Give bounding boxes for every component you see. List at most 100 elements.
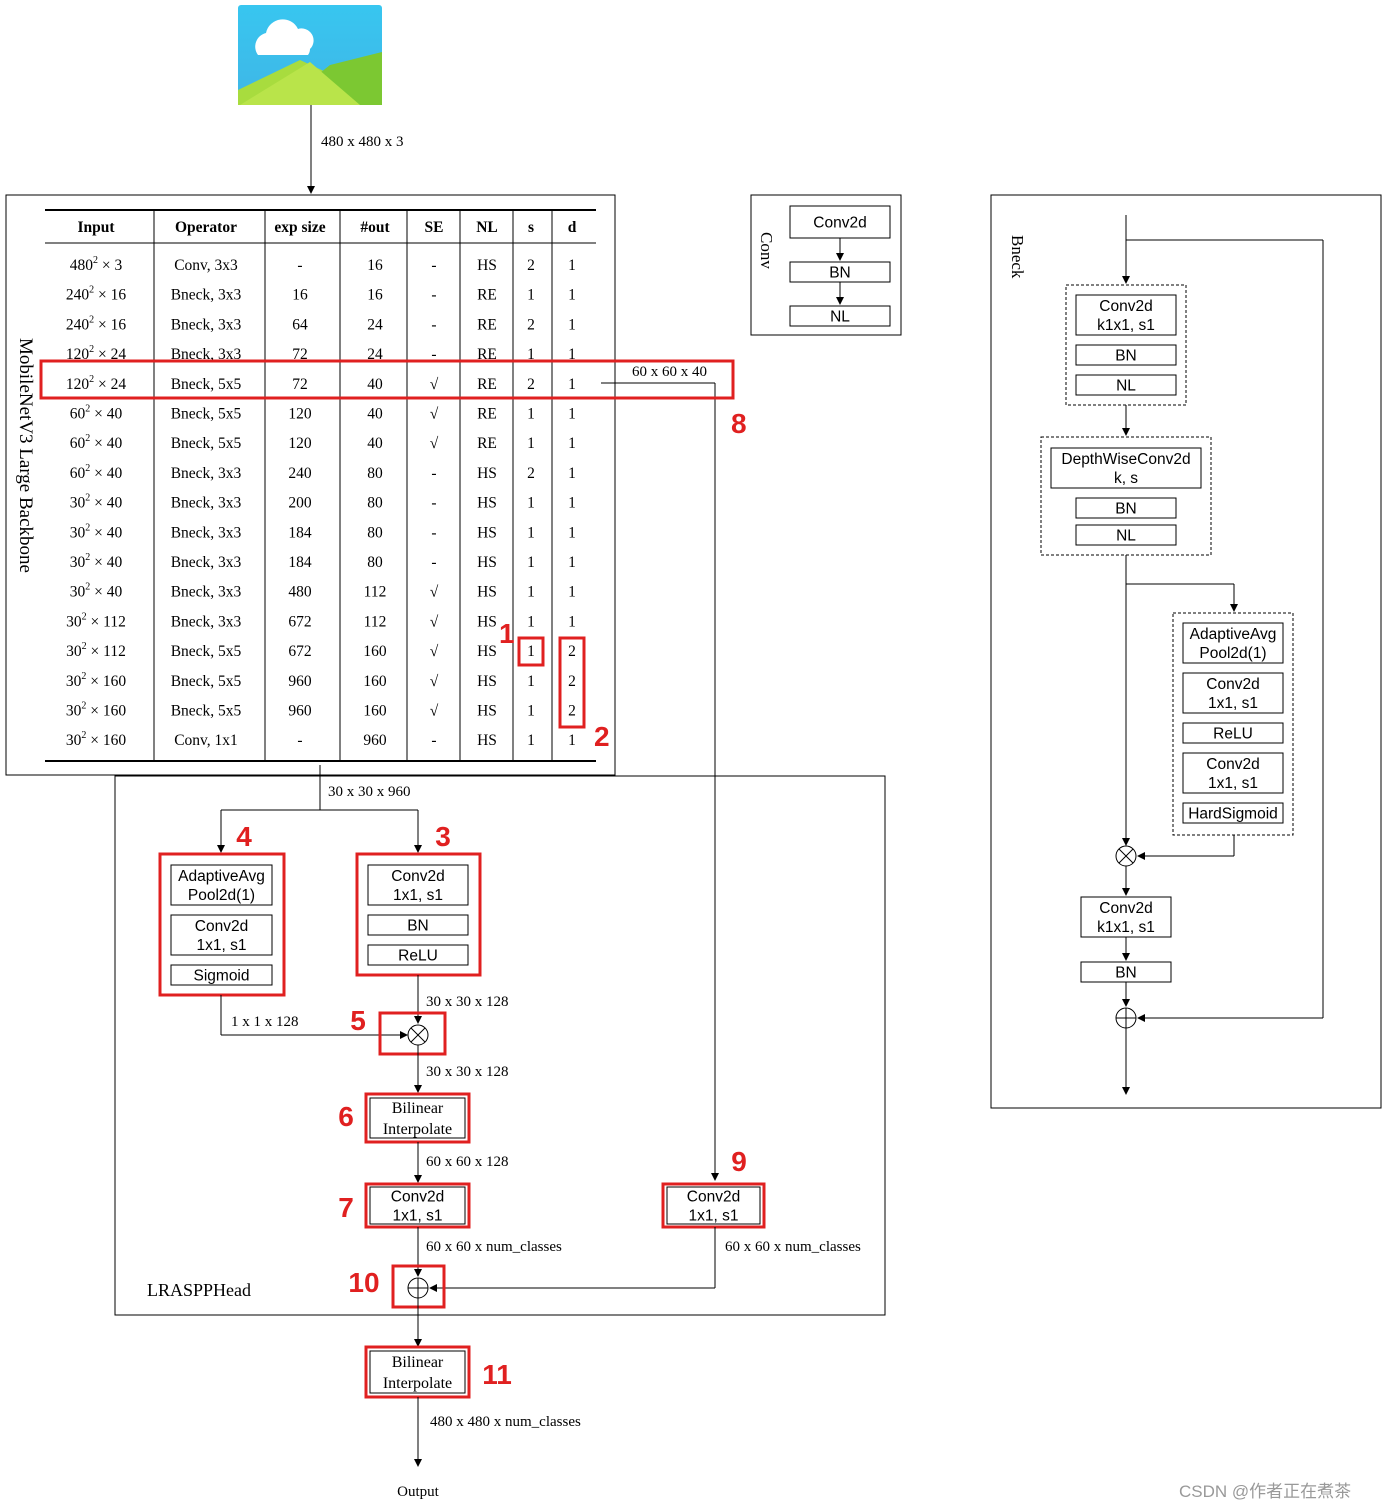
cell-d: 1 [568,613,576,630]
cell-operator: Bneck, 3x3 [171,524,242,541]
cell-out: 40 [367,435,383,452]
cell-out: 112 [364,613,387,630]
cell-input: 302 × 160 [66,701,126,720]
branch-size-label: 60 x 60 x 40 [632,364,707,380]
cell-expsize: 64 [292,316,308,333]
bneck-se-conv1-label-0: Conv2d [1206,676,1259,693]
cell-d: 1 [568,524,576,541]
head-mul-out-label: 30 x 30 x 128 [426,1064,509,1080]
bneck-se-pool-label-0: AdaptiveAvg [1190,626,1277,643]
cell-out: 80 [367,495,383,512]
head-low-out-label: 60 x 60 x num_classes [725,1239,861,1255]
cell-input: 302 × 40 [70,552,123,571]
input-size-label: 480 x 480 x 3 [321,134,404,150]
cell-input: 602 × 40 [70,433,123,452]
cell-s: 1 [527,524,535,541]
final-interp-label-1: Interpolate [383,1375,452,1392]
cell-se: - [431,316,436,333]
marker-9: 9 [731,1146,747,1177]
cell-expsize: 240 [288,465,312,482]
cell-operator: Bneck, 3x3 [171,554,242,571]
head-conv-conv-label-0: Conv2d [391,868,444,885]
conv-layer-conv2d: Conv2d [789,205,891,239]
bneck-se-conv2-label-0: Conv2d [1206,756,1259,773]
cell-out: 960 [363,732,387,749]
bneck-project-bn-label-0: BN [1115,965,1137,982]
conv-layer-nl-label-0: NL [830,309,850,326]
cell-d: 1 [568,316,576,333]
cell-operator: Bneck, 5x5 [171,406,242,423]
bneck-depthwise-conv-label-1: k, s [1114,470,1138,487]
head-cls-conv-label-0: Conv2d [391,1189,444,1206]
cell-operator: Bneck, 3x3 [171,465,242,482]
cell-se: √ [430,406,439,423]
bneck-project-conv-label-1: k1x1, s1 [1097,919,1155,936]
marker-2: 2 [594,721,610,752]
cell-out: 40 [367,406,383,423]
head-conv-relu: ReLU [367,944,469,966]
cell-operator: Bneck, 5x5 [171,376,242,393]
head-conv-out-label: 30 x 30 x 128 [426,994,509,1010]
cell-se: - [431,465,436,482]
cell-input: 602 × 40 [70,404,123,423]
cell-d: 2 [568,703,576,720]
cell-out: 16 [367,257,383,274]
head-cls-conv-label-1: 1x1, s1 [393,1208,443,1225]
cell-se: - [431,495,436,512]
head-interp-label-1: Interpolate [383,1121,452,1138]
head-cls-out-label: 60 x 60 x num_classes [426,1239,562,1255]
bneck-add-icon [1115,1007,1137,1029]
cell-nl: HS [477,257,497,274]
bneck-project-bn: BN [1080,961,1172,983]
head-pool-sigmoid: Sigmoid [170,964,273,986]
bneck-se-conv2-label-1: 1x1, s1 [1208,775,1258,792]
bneck-expand-conv-label-1: k1x1, s1 [1097,317,1155,334]
cell-d: 1 [568,495,576,512]
cell-operator: Conv, 3x3 [174,257,238,274]
cell-se: - [431,257,436,274]
backbone-out-label: 30 x 30 x 960 [328,784,411,800]
head-interp-out-label: 60 x 60 x 128 [426,1154,509,1170]
cell-expsize: 200 [288,495,312,512]
head-interp-label-0: Bilinear [392,1100,444,1117]
cell-s: 2 [527,257,535,274]
cell-d: 1 [568,287,576,304]
cell-s: 1 [527,613,535,630]
head-pool-out-label: 1 x 1 x 128 [231,1014,299,1030]
cell-operator: Conv, 1x1 [174,732,238,749]
bneck-se-pool-label-1: Pool2d(1) [1199,645,1266,662]
cell-nl: RE [477,376,497,393]
bneck-se-group [1172,612,1294,836]
cell-s: 1 [527,703,535,720]
highlight-dilation [558,636,586,729]
cell-d: 1 [568,257,576,274]
cell-s: 2 [527,316,535,333]
cell-out: 24 [367,346,383,363]
cell-out: 80 [367,465,383,482]
cell-operator: Bneck, 5x5 [171,643,242,660]
cell-nl: HS [477,584,497,601]
cell-d: 1 [568,732,576,749]
cell-out: 80 [367,554,383,571]
cell-s: 1 [527,495,535,512]
highlight-pool-branch [158,852,286,997]
column-header-0: Input [77,219,115,236]
cell-s: 1 [527,435,535,452]
watermark: CSDN @作者正在煮茶 [1179,1482,1351,1501]
cell-d: 1 [568,376,576,393]
head-cls-conv: Conv2d 1x1, s1 [369,1186,466,1225]
cell-nl: HS [477,643,497,660]
head-conv-bn: BN [367,914,469,936]
cell-expsize: 72 [292,376,308,393]
cell-out: 16 [367,287,383,304]
